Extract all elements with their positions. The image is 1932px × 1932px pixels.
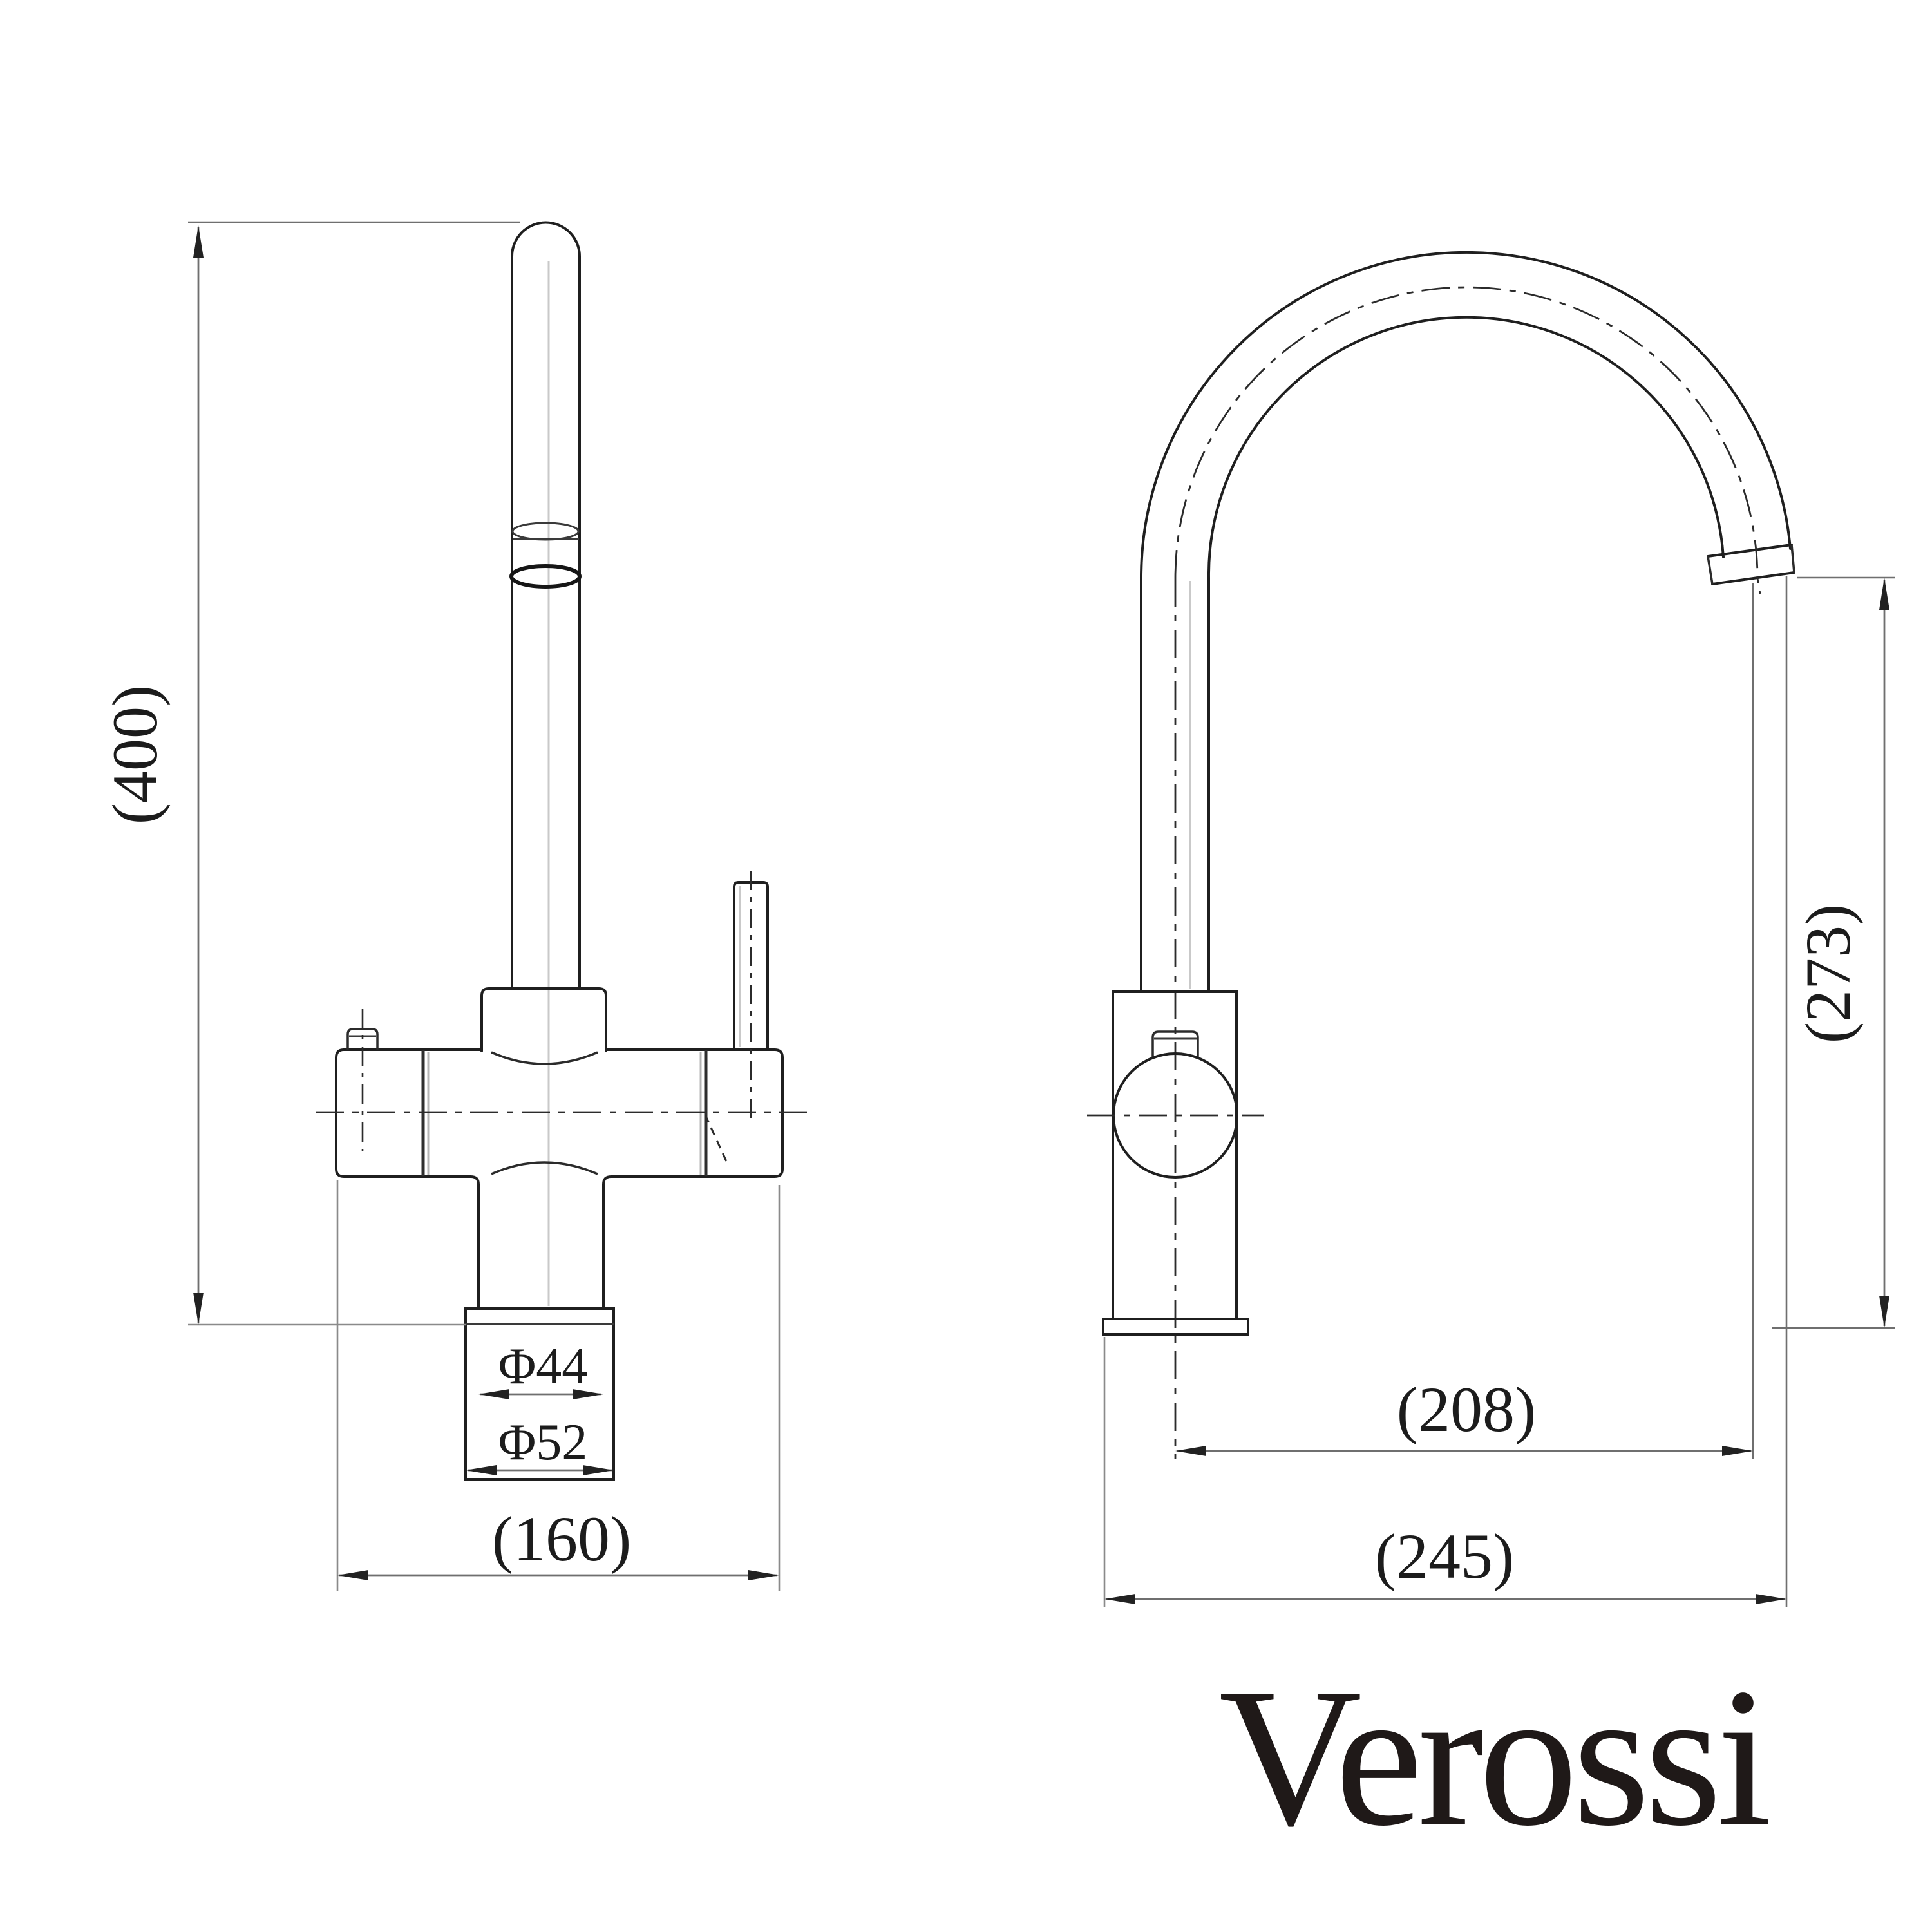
dim-label-flange-diameter: Φ52 (498, 1414, 587, 1471)
dim-label-shank-diameter: Φ44 (498, 1338, 587, 1395)
dim-label-body-width: (160) (492, 1503, 632, 1575)
dim-label-overall-height: (400) (99, 685, 171, 825)
brand-logo: Verossi (1219, 1647, 1770, 1867)
side-view-drawing: (273) (208) (245) (1087, 251, 1895, 1607)
dim-label-spout-height: (273) (1792, 904, 1864, 1044)
dim-label-reach-center: (208) (1397, 1374, 1537, 1445)
front-view-drawing: (400) Φ44 Φ52 (160) (99, 221, 807, 1591)
dim-label-reach-overall: (245) (1375, 1520, 1515, 1592)
